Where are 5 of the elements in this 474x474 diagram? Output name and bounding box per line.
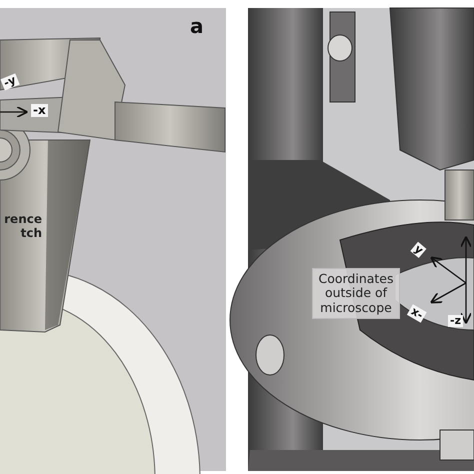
axis-label: -x bbox=[31, 104, 48, 117]
axis-label: -z bbox=[448, 315, 463, 327]
panel-letter: a bbox=[190, 16, 204, 37]
callout-box: Coordinates outside of microscope bbox=[312, 268, 400, 320]
part-label: rence tch bbox=[3, 213, 42, 241]
